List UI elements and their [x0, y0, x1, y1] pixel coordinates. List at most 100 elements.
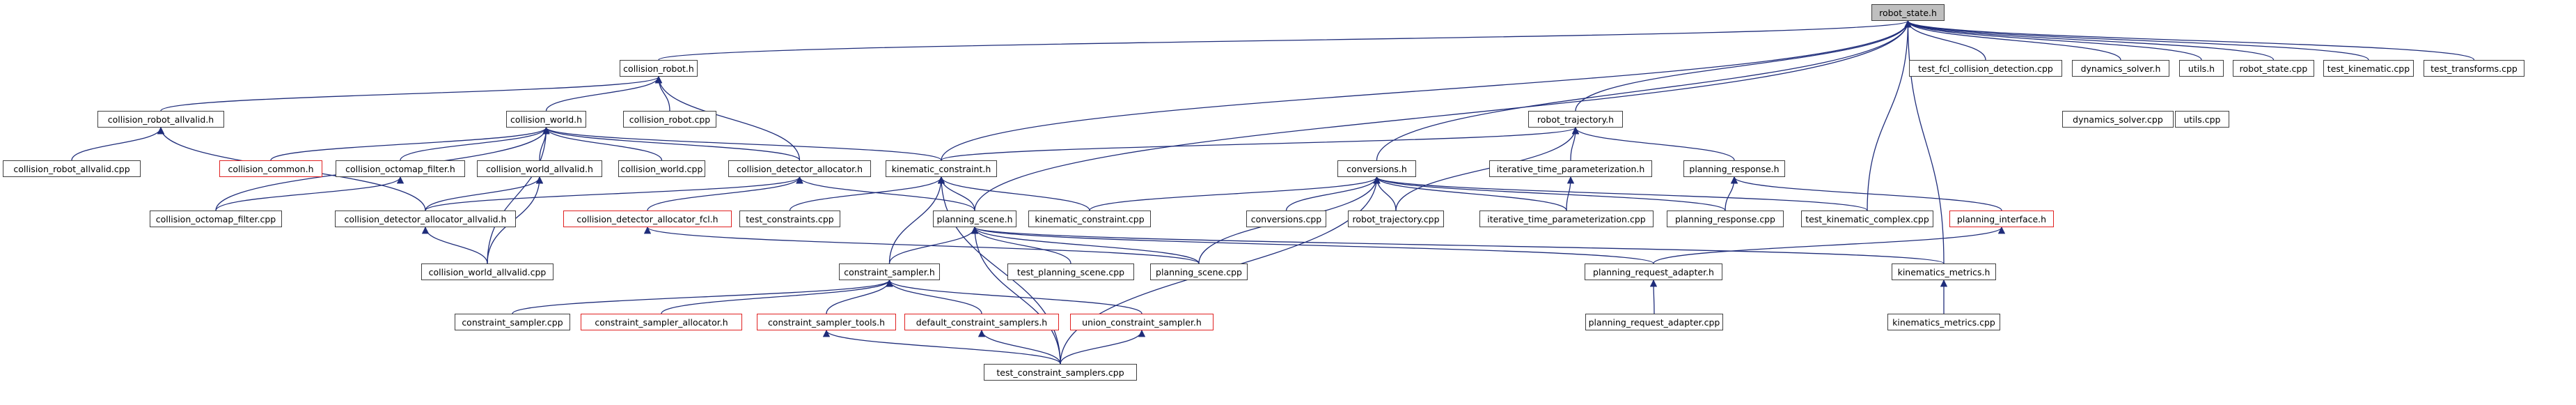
- edge-arrow: [1904, 20, 2475, 61]
- edge-arrow: [822, 329, 1061, 365]
- node-default-constraint-samplers-h[interactable]: default_constraint_samplers.h: [904, 314, 1059, 330]
- edge-arrow: [941, 20, 1912, 161]
- node-dynamics-solver-h[interactable]: dynamics_solver.h: [2072, 60, 2169, 77]
- edge-arrow: [71, 126, 165, 161]
- node-test-transforms-cpp[interactable]: test_transforms.cpp: [2424, 60, 2524, 77]
- edge-arrow: [1904, 20, 2121, 61]
- node-utils-h[interactable]: utils.h: [2179, 60, 2224, 77]
- node-conversions-cpp[interactable]: conversions.cpp: [1246, 211, 1326, 227]
- node-kinematic-constraint-cpp[interactable]: kinematic_constraint.cpp: [1028, 211, 1151, 227]
- edge-arrow: [937, 176, 1061, 365]
- edge-arrow: [1867, 20, 1912, 211]
- node-planning-response-h[interactable]: planning_response.h: [1683, 160, 1785, 177]
- node-robot-state-cpp[interactable]: robot_state.cpp: [2233, 60, 2314, 77]
- node-collision-robot-cpp[interactable]: collision_robot.cpp: [623, 111, 716, 128]
- node-collision-world-h[interactable]: collision_world.h: [506, 111, 586, 128]
- edge-arrow: [661, 279, 893, 314]
- edge-arrow: [658, 20, 1912, 61]
- node-kinematics-metrics-h[interactable]: kinematics_metrics.h: [1892, 263, 1996, 280]
- edge-arrow: [1285, 176, 1381, 211]
- node-collision-detector-allocator-h[interactable]: collision_detector_allocator.h: [728, 160, 871, 177]
- edge-arrow: [425, 176, 544, 211]
- edge-arrow: [971, 226, 1654, 264]
- edge-arrow: [971, 226, 1945, 264]
- edge-arrow: [1376, 20, 1912, 161]
- node-collision-detector-allocator-allvalid-h[interactable]: collision_detector_allocator_allvalid.h: [335, 211, 516, 227]
- node-iterative-time-parameterization-cpp[interactable]: iterative_time_parameterization.cpp: [1479, 211, 1654, 227]
- node-collision-world-cpp[interactable]: collision_world.cpp: [618, 160, 705, 177]
- edge-arrow: [421, 226, 488, 264]
- node-planning-response-cpp[interactable]: planning_response.cpp: [1667, 211, 1784, 227]
- edge-arrow: [1373, 176, 1868, 211]
- edge-arrow: [1373, 176, 1567, 211]
- node-test-fcl-collision-detection-cpp[interactable]: test_fcl_collision_detection.cpp: [1909, 60, 2062, 77]
- edge-arrow: [542, 126, 801, 161]
- node-planning-scene-cpp[interactable]: planning_scene.cpp: [1150, 263, 1248, 280]
- node-collision-robot-allvalid-cpp[interactable]: collision_robot_allvalid.cpp: [3, 160, 141, 177]
- edge-arrow: [789, 176, 945, 211]
- edge-arrow: [542, 126, 663, 161]
- edge-arrow: [647, 176, 803, 211]
- edge-arrow: [886, 279, 1142, 314]
- edge-arrow: [1904, 20, 2369, 61]
- node-union-constraint-sampler-h[interactable]: union_constraint_sampler.h: [1070, 314, 1214, 330]
- node-collision-octomap-filter-cpp[interactable]: collision_octomap_filter.cpp: [150, 211, 282, 227]
- edge-arrow: [1904, 20, 2202, 61]
- node-utils-cpp[interactable]: utils.cpp: [2175, 111, 2229, 128]
- edge-arrow: [974, 20, 1912, 211]
- edge-arrow: [270, 126, 550, 161]
- node-kinematics-metrics-cpp[interactable]: kinematics_metrics.cpp: [1887, 314, 2000, 330]
- node-test-planning-scene-cpp[interactable]: test_planning_scene.cpp: [1007, 263, 1134, 280]
- node-constraint-sampler-cpp[interactable]: constraint_sampler.cpp: [455, 314, 570, 330]
- edge-arrow: [425, 176, 803, 211]
- edge-arrow: [971, 226, 1071, 264]
- edge-arrow: [1373, 176, 1726, 211]
- edge-arrow: [971, 226, 1061, 365]
- node-test-constraint-samplers-cpp[interactable]: test_constraint_samplers.cpp: [984, 364, 1137, 381]
- node-test-kinematic-cpp[interactable]: test_kinematic.cpp: [2323, 60, 2414, 77]
- node-constraint-sampler-tools-h[interactable]: constraint_sampler_tools.h: [757, 314, 896, 330]
- edge-arrow: [971, 226, 1200, 264]
- edge-arrow: [1395, 126, 1580, 211]
- edge-arrow: [160, 75, 662, 112]
- edge-arrow: [512, 279, 893, 314]
- node-collision-common-h[interactable]: collision_common.h: [219, 160, 322, 177]
- node-test-constraints-cpp[interactable]: test_constraints.cpp: [739, 211, 840, 227]
- node-robot-trajectory-cpp[interactable]: robot_trajectory.cpp: [1348, 211, 1444, 227]
- node-planning-interface-h[interactable]: planning_interface.h: [1949, 211, 2054, 227]
- node-constraint-sampler-h[interactable]: constraint_sampler.h: [839, 263, 940, 280]
- node-iterative-time-parameterization-h[interactable]: iterative_time_parameterization.h: [1489, 160, 1652, 177]
- node-planning-request-adapter-h[interactable]: planning_request_adapter.h: [1585, 263, 1722, 280]
- node-collision-robot-h[interactable]: collision_robot.h: [620, 60, 698, 77]
- node-dynamics-solver-cpp[interactable]: dynamics_solver.cpp: [2062, 111, 2174, 128]
- node-collision-world-allvalid-cpp[interactable]: collision_world_allvalid.cpp: [421, 263, 553, 280]
- node-robot-state-h[interactable]: robot_state.h: [1871, 4, 1945, 21]
- edge-arrow: [886, 279, 982, 314]
- edge-arrow: [1904, 20, 2275, 61]
- edge-arrow: [937, 176, 1090, 211]
- node-kinematic-constraint-h[interactable]: kinematic_constraint.h: [886, 160, 997, 177]
- node-collision-world-allvalid-h[interactable]: collision_world_allvalid.h: [477, 160, 602, 177]
- edge-arrow: [1060, 329, 1146, 365]
- edge-arrow: [542, 126, 942, 161]
- edge-arrow: [400, 126, 550, 161]
- node-planning-scene-h[interactable]: planning_scene.h: [933, 211, 1016, 227]
- edge-arrow: [888, 176, 945, 264]
- edge-arrow: [796, 176, 975, 211]
- edge-arrow: [545, 75, 663, 112]
- node-conversions-h[interactable]: conversions.h: [1337, 160, 1416, 177]
- node-collision-detector-allocator-fcl-h[interactable]: collision_detector_allocator_fcl.h: [563, 211, 732, 227]
- edge-arrow: [215, 176, 405, 211]
- edge-arrow: [1571, 126, 1735, 161]
- node-robot-trajectory-h[interactable]: robot_trajectory.h: [1528, 111, 1623, 128]
- edge-arrow: [644, 226, 1200, 264]
- node-planning-request-adapter-cpp[interactable]: planning_request_adapter.cpp: [1585, 314, 1723, 330]
- node-collision-robot-allvalid-h[interactable]: collision_robot_allvalid.h: [97, 111, 224, 128]
- edge-arrow: [1089, 176, 1381, 211]
- edge-arrow: [941, 126, 1579, 161]
- node-constraint-sampler-allocator-h[interactable]: constraint_sampler_allocator.h: [581, 314, 742, 330]
- node-test-kinematic-complex-cpp[interactable]: test_kinematic_complex.cpp: [1801, 211, 1933, 227]
- edge-arrow: [1653, 226, 2006, 264]
- node-collision-octomap-filter-h[interactable]: collision_octomap_filter.h: [336, 160, 465, 177]
